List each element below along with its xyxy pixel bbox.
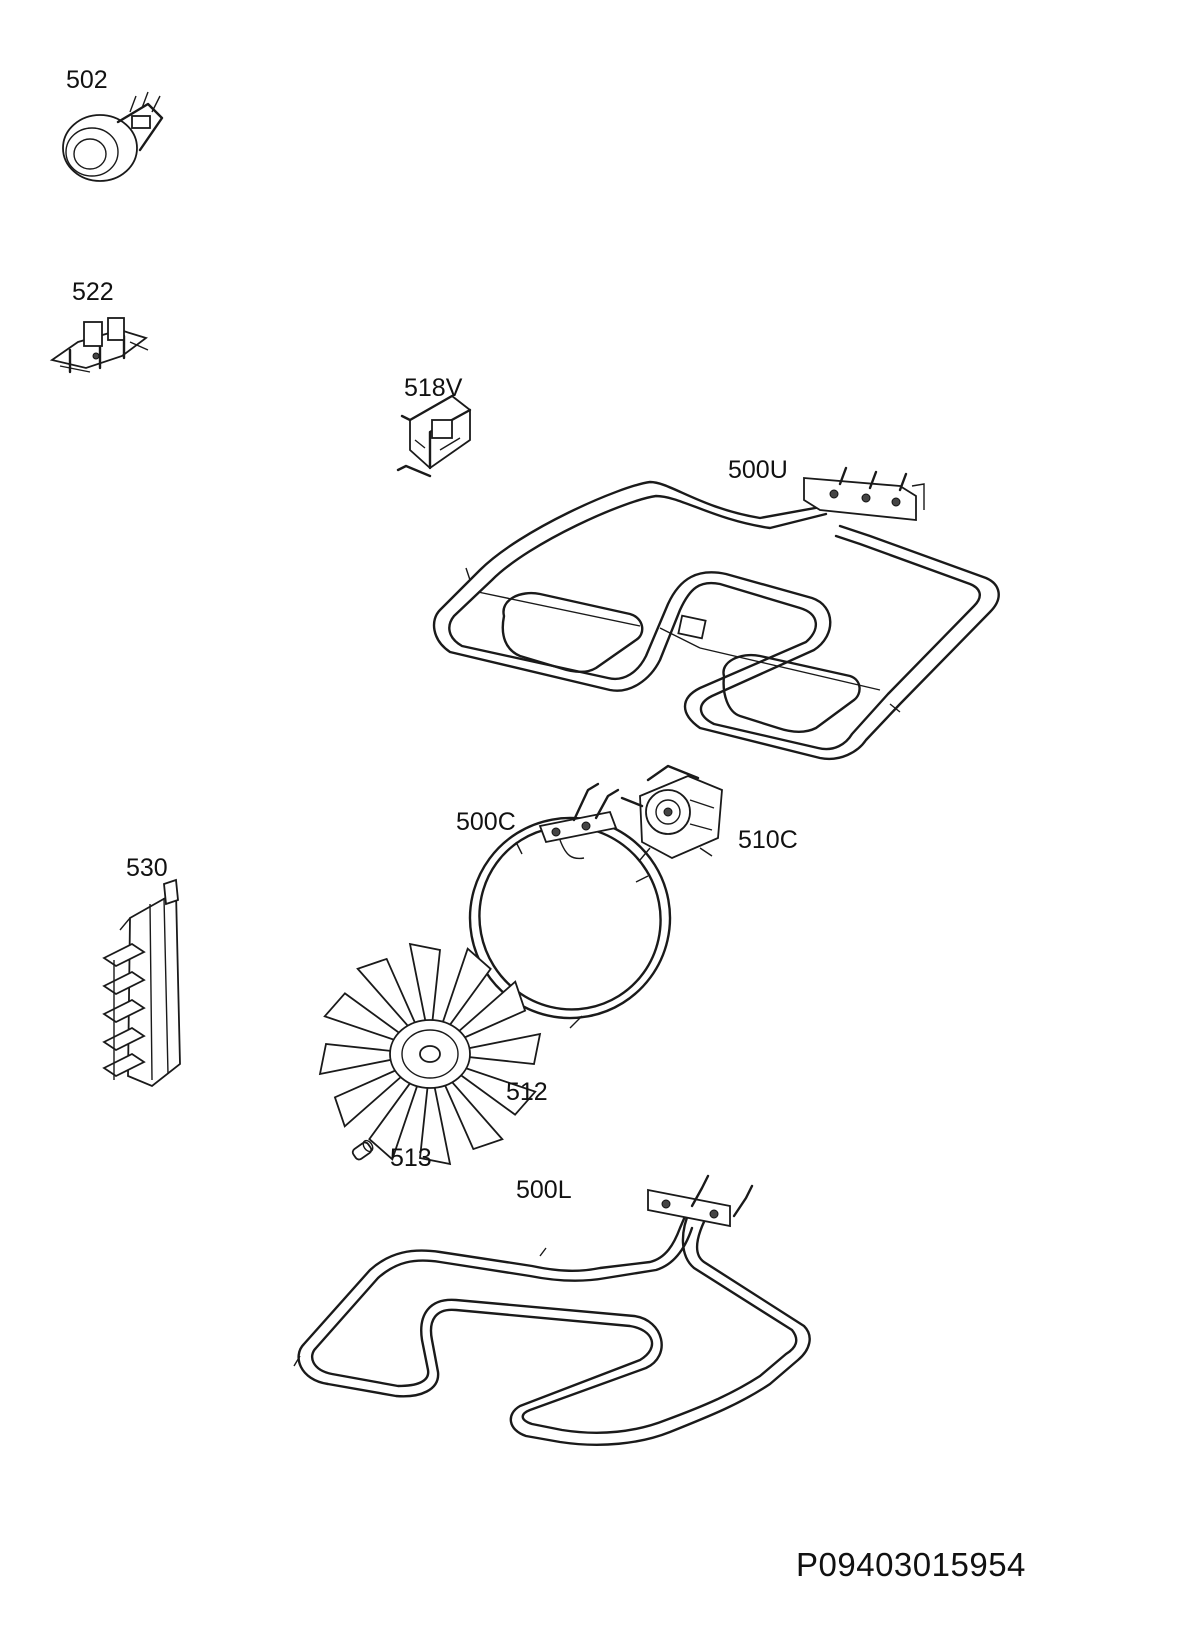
fan-motor-icon: [620, 764, 723, 861]
bracket-icon: [396, 394, 472, 478]
part-label-500l: 500L: [516, 1176, 572, 1204]
part-label-500c: 500C: [456, 808, 516, 836]
drawing-code: P09403015954: [796, 1546, 1026, 1583]
nut-icon: [351, 1139, 374, 1161]
upper-heating-element-icon: [432, 466, 1000, 761]
switch-icon: [49, 317, 149, 374]
terminal-block-icon: [102, 878, 181, 1088]
part-label-502: 502: [66, 66, 108, 94]
part-label-500u: 500U: [728, 456, 788, 484]
part-label-522: 522: [72, 278, 114, 306]
part-label-513: 513: [390, 1144, 432, 1172]
lower-heating-element-icon: [293, 1174, 811, 1446]
part-label-518v: 518V: [404, 374, 463, 402]
thermostat-icon: [62, 91, 164, 182]
fan-blade-icon: [318, 942, 542, 1166]
circular-heating-element-icon: [468, 782, 672, 1029]
part-label-512: 512: [506, 1078, 548, 1106]
part-label-530: 530: [126, 854, 168, 882]
part-label-510c: 510C: [738, 826, 798, 854]
